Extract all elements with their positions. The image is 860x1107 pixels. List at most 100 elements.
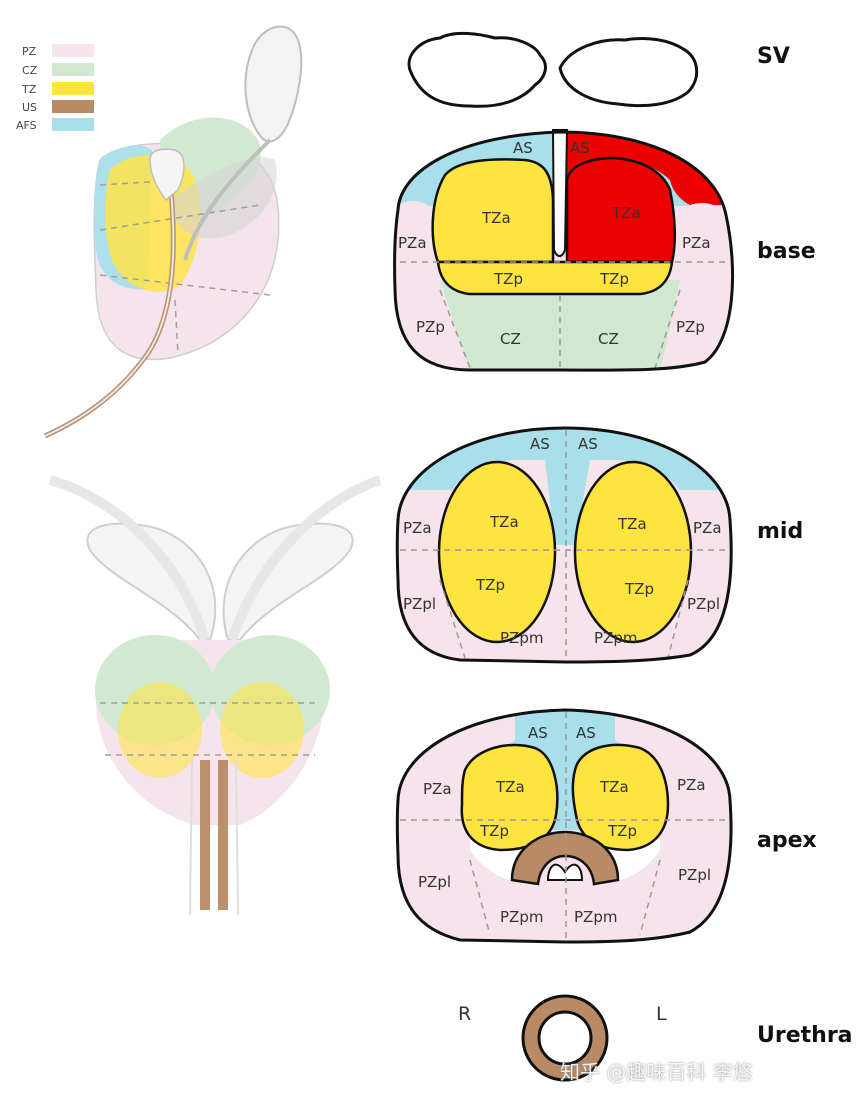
urethra-side-left: L bbox=[656, 1003, 667, 1025]
base-tza-left bbox=[565, 156, 677, 264]
legend-label-us: US bbox=[22, 101, 37, 114]
base-label-pza-left: PZa bbox=[682, 234, 711, 252]
apex-label-pzpm-left: PZpm bbox=[574, 908, 617, 926]
mid-label-pza-left: PZa bbox=[693, 519, 722, 537]
mid-label-as-left: AS bbox=[578, 435, 598, 453]
apex-section: AS AS TZa TZa PZa PZa TZp TZp PZpl PZpl … bbox=[395, 708, 817, 944]
sagittal-dash-4 bbox=[174, 299, 179, 356]
mid-label-pzpm-left: PZpm bbox=[594, 629, 637, 647]
mid-label-pzpm-right: PZpm bbox=[500, 629, 543, 647]
sagittal-dash-2 bbox=[99, 204, 261, 231]
mid-dash-l bbox=[667, 579, 689, 659]
sv-left-lobe bbox=[407, 31, 547, 108]
mid-label-tza-left: TZa bbox=[617, 515, 647, 533]
mid-tz-left bbox=[573, 460, 693, 644]
apex-tz-left bbox=[571, 743, 670, 852]
apex-label-as-right: AS bbox=[528, 724, 548, 742]
section-label-sv: SV bbox=[757, 44, 790, 69]
apex-label-tza-left: TZa bbox=[599, 778, 629, 796]
base-label-cz-left: CZ bbox=[598, 330, 619, 348]
base-label-pzp-right: PZp bbox=[416, 318, 445, 336]
base-label-pzp-left: PZp bbox=[676, 318, 705, 336]
sagittal-overlay bbox=[170, 157, 277, 239]
base-label-cz-right: CZ bbox=[500, 330, 521, 348]
urethra-lumen bbox=[537, 1010, 593, 1066]
base-label-as-right: AS bbox=[513, 139, 533, 157]
base-pza-left bbox=[682, 203, 732, 262]
watermark: 知乎 @趣味百科 李悠 bbox=[560, 1060, 753, 1084]
legend-label-pz: PZ bbox=[22, 45, 37, 58]
coronal-seminal-vesicle-right bbox=[86, 522, 217, 641]
apex-dash-l bbox=[639, 859, 661, 936]
section-label-apex: apex bbox=[757, 828, 817, 853]
base-label-tzp-left: TZp bbox=[599, 270, 629, 288]
base-label-as-left: AS bbox=[570, 139, 590, 157]
mid-label-tzp-left: TZp bbox=[624, 580, 654, 598]
sv-right-lobe bbox=[558, 36, 699, 108]
sagittal-view bbox=[43, 25, 303, 439]
mid-label-pza-right: PZa bbox=[403, 519, 432, 537]
base-label-tza-left: TZa bbox=[611, 204, 641, 222]
section-label-urethra: Urethra bbox=[757, 1023, 853, 1048]
section-label-mid: mid bbox=[757, 519, 803, 544]
coronal-seminal-vesicle-left bbox=[222, 522, 354, 641]
apex-label-tzp-right: TZp bbox=[479, 822, 509, 840]
apex-label-as-left: AS bbox=[576, 724, 596, 742]
base-label-tza-right: TZa bbox=[481, 209, 511, 227]
coronal-urethra bbox=[200, 760, 228, 910]
sagittal-seminal-vesicle bbox=[244, 25, 303, 143]
coronal-transition-zone-left bbox=[220, 682, 304, 778]
base-urethra-slit bbox=[551, 129, 569, 257]
apex-urethra bbox=[510, 830, 620, 886]
sagittal-urethra-lumen bbox=[44, 159, 175, 437]
mid-label-as-right: AS bbox=[530, 435, 550, 453]
apex-label-tza-right: TZa bbox=[495, 778, 525, 796]
urethra-side-right: R bbox=[458, 1003, 471, 1025]
base-pza-right bbox=[395, 201, 440, 262]
legend: PZ CZ TZ US AFS bbox=[16, 44, 94, 132]
coronal-vas-deferens-right bbox=[48, 475, 210, 642]
apex-label-pza-right: PZa bbox=[423, 780, 452, 798]
section-label-base: base bbox=[757, 239, 816, 264]
base-central-zone bbox=[440, 280, 680, 371]
apex-label-tzp-left: TZp bbox=[607, 822, 637, 840]
base-tza-right bbox=[431, 158, 555, 264]
legend-swatch-pz bbox=[52, 44, 94, 57]
coronal-view bbox=[48, 475, 382, 916]
coronal-urethra-sheath bbox=[189, 759, 239, 916]
sagittal-bladder-neck bbox=[149, 148, 185, 202]
base-label-tzp-right: TZp bbox=[493, 270, 523, 288]
urethra-section: R L Urethra bbox=[458, 994, 853, 1082]
base-tzp-band bbox=[436, 260, 674, 296]
sagittal-ejaculatory-duct bbox=[183, 138, 272, 261]
legend-label-cz: CZ bbox=[22, 64, 38, 77]
mid-outline bbox=[395, 426, 733, 664]
apex-urethra-lumen bbox=[546, 863, 584, 881]
legend-swatch-afs bbox=[52, 118, 94, 131]
legend-label-afs: AFS bbox=[16, 119, 37, 132]
coronal-transition-zone-right bbox=[118, 682, 202, 778]
mid-label-pzpl-right: PZpl bbox=[403, 595, 436, 613]
legend-label-tz: TZ bbox=[21, 83, 37, 96]
base-dash-l bbox=[654, 289, 681, 369]
base-outline bbox=[393, 130, 735, 372]
mid-tz-right bbox=[437, 460, 557, 644]
mid-dash-r bbox=[439, 579, 466, 659]
base-dash-r bbox=[439, 289, 471, 369]
mid-label-tzp-right: TZp bbox=[475, 576, 505, 594]
mid-label-pzpl-left: PZpl bbox=[687, 595, 720, 613]
apex-label-pzpl-left: PZpl bbox=[678, 866, 711, 884]
apex-label-pza-left: PZa bbox=[677, 776, 706, 794]
legend-swatch-us bbox=[52, 100, 94, 113]
coronal-vas-deferens-left bbox=[227, 475, 382, 642]
mid-section: AS AS TZa TZa PZa PZa TZp TZp PZpl PZpl … bbox=[395, 426, 803, 664]
base-label-pza-right: PZa bbox=[398, 234, 427, 252]
apex-label-pzpl-right: PZpl bbox=[418, 873, 451, 891]
sv-section: SV bbox=[407, 31, 790, 108]
legend-swatch-tz bbox=[52, 82, 94, 95]
apex-outline bbox=[395, 708, 733, 944]
base-section: AS AS TZa TZa PZa PZa TZp TZp PZp PZp CZ… bbox=[393, 129, 816, 372]
apex-tz-right bbox=[460, 743, 559, 852]
mid-label-tza-right: TZa bbox=[489, 513, 519, 531]
